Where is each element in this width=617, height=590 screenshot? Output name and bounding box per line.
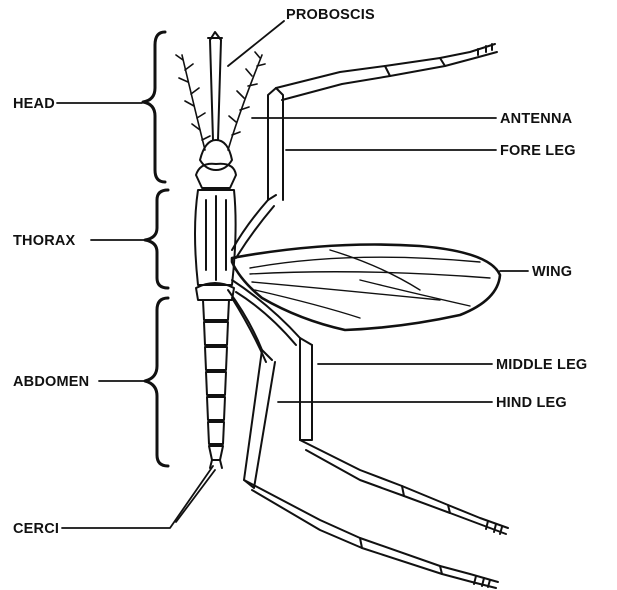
antenna-right: [228, 52, 265, 150]
label-cerci: CERCI: [13, 522, 59, 537]
leader-cerci: [62, 466, 213, 528]
abdomen-shape: [203, 300, 229, 468]
bracket-abdomen: [145, 298, 168, 466]
label-head: HEAD: [13, 97, 55, 112]
thorax-shape: [195, 190, 236, 300]
hind-leg: [228, 290, 498, 588]
label-proboscis: PROBOSCIS: [286, 8, 375, 23]
fore-leg: [232, 44, 497, 258]
bracket-head: [143, 32, 165, 182]
bracket-thorax: [145, 190, 168, 288]
label-wing: WING: [532, 265, 572, 280]
label-abdomen: ABDOMEN: [13, 375, 89, 390]
label-antenna: ANTENNA: [500, 112, 572, 127]
label-hind-leg: HIND LEG: [496, 396, 567, 411]
antenna-left: [176, 55, 210, 150]
label-middle-leg: MIDDLE LEG: [496, 358, 587, 373]
wing-shape: [232, 245, 500, 331]
leader-cerci-2: [176, 470, 215, 522]
head-shape: [196, 140, 236, 188]
leader-proboscis: [228, 21, 284, 66]
label-fore-leg: FORE LEG: [500, 144, 576, 159]
proboscis-shape: [208, 32, 222, 140]
label-thorax: THORAX: [13, 234, 75, 249]
